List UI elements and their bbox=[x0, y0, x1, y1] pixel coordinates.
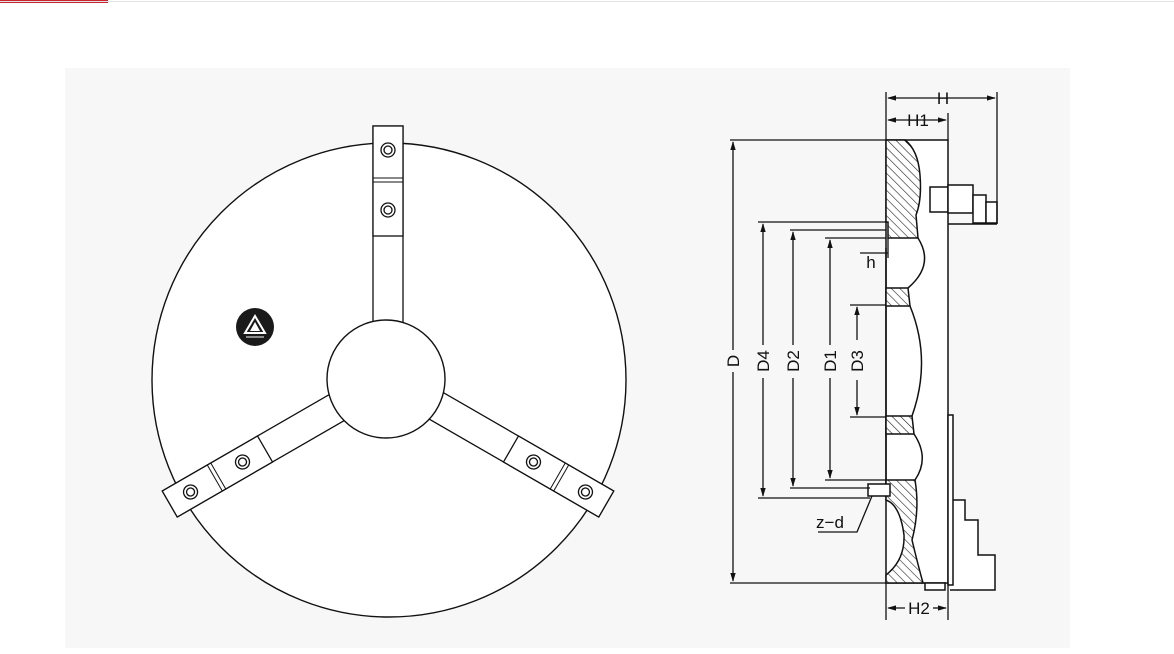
label-D1: D1 bbox=[821, 350, 840, 372]
section-mid-2 bbox=[885, 415, 915, 435]
center-bore bbox=[326, 319, 446, 439]
label-D3: D3 bbox=[848, 350, 867, 372]
label-D: D bbox=[724, 355, 743, 367]
brand-logo bbox=[236, 308, 274, 346]
label-H: H bbox=[937, 89, 949, 108]
jaw-top bbox=[372, 125, 404, 327]
section-top bbox=[885, 139, 922, 239]
section-mid-1 bbox=[885, 287, 911, 307]
label-H2: H2 bbox=[908, 599, 930, 618]
label-D2: D2 bbox=[784, 350, 803, 372]
label-z-d: z−d bbox=[816, 513, 844, 532]
label-h: h bbox=[866, 253, 875, 272]
label-D4: D4 bbox=[754, 350, 773, 372]
dimension-labels: H H1 H2 h z−d D D4 D2 D1 D3 bbox=[724, 89, 949, 618]
dimension-lines bbox=[730, 92, 998, 620]
chuck-front-view bbox=[151, 125, 627, 618]
header-divider bbox=[0, 1, 1174, 2]
label-H1: H1 bbox=[907, 111, 929, 130]
chuck-side-view bbox=[867, 139, 998, 591]
